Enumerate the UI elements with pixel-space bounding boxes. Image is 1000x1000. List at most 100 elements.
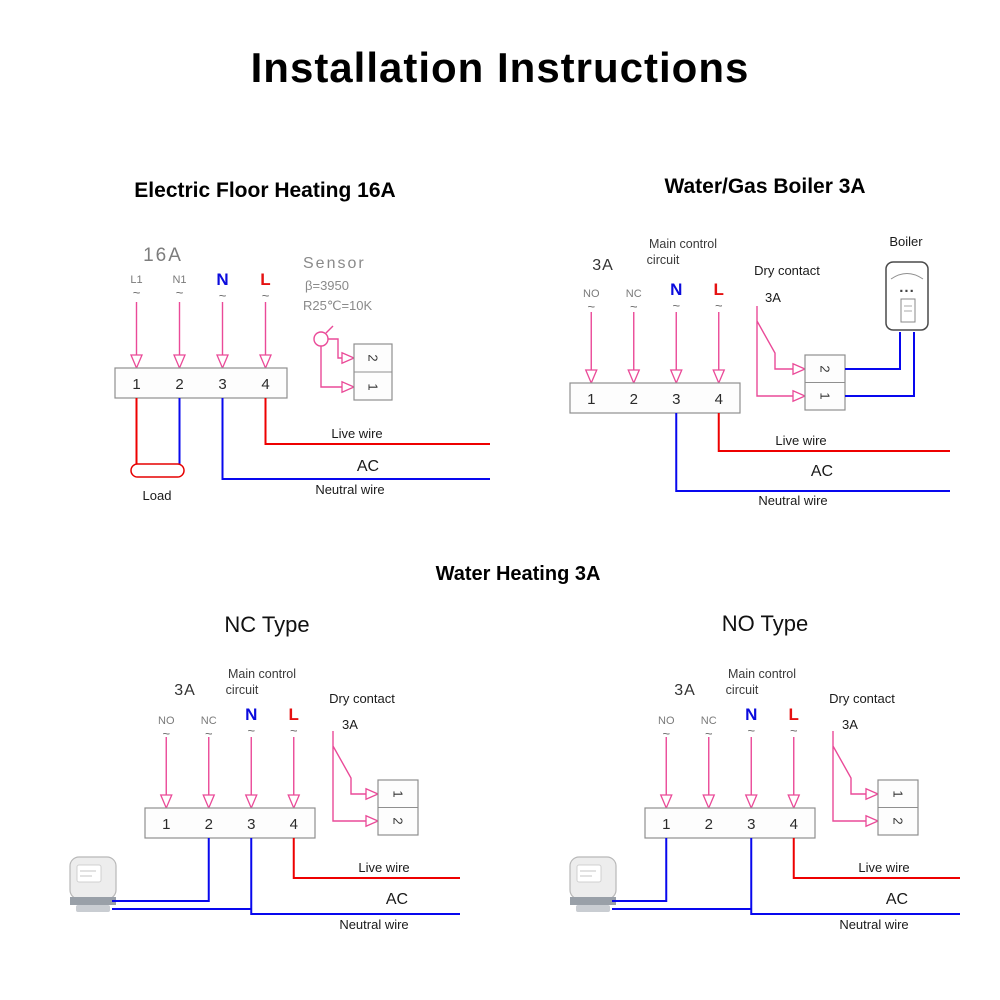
terminal-label-no: NO [658,715,675,727]
tilde-symbol: ~ [176,285,184,300]
terminal-number-3: 3 [247,816,255,833]
dry-contact-rating: 3A [765,290,781,305]
terminal-label-n: N [245,705,257,724]
tilde-symbol: ~ [205,726,213,741]
dry-contact-label: Dry contact [754,263,820,278]
terminal-arrow-lines [665,737,795,795]
ac-label: AC [386,891,408,908]
terminal-arrowheads [584,369,726,385]
terminal-number-4: 4 [261,376,269,393]
tilde-symbol: ~ [162,726,170,741]
section-title-water-gas-boiler: Water/Gas Boiler 3A [664,175,866,198]
live-wire [717,413,950,452]
dry-block-terminal-1: 1 [818,392,833,399]
main-control-label-line1: Main control [728,667,796,681]
main-control-label-line1: Main control [228,667,296,681]
tilde-symbol: ~ [630,299,638,314]
main-control-label-line2: circuit [647,253,680,267]
tilde-symbol: ~ [790,723,798,738]
load-label: Load [143,488,172,503]
live-wire [264,398,490,445]
live-wire-label: Live wire [858,860,909,875]
tilde-symbol: ~ [705,726,713,741]
terminal-block [644,807,816,839]
main-control-label-line2: circuit [726,683,759,697]
actuator-wires [612,838,752,910]
sensor-icon [313,325,334,347]
dry-block-terminal-2: 2 [891,817,906,824]
terminal-block [144,807,316,839]
neutral-wire-label: Neutral wire [758,493,827,508]
section-title-electric-floor-heating: Electric Floor Heating 16A [134,179,396,202]
terminal-block [569,382,741,414]
boiler-wires [845,332,915,397]
actuator-icon [569,856,617,912]
floor-rating-label: 16A [143,245,183,266]
terminal-label-nc: NC [626,288,642,300]
dry-contact-label: Dry contact [329,691,395,706]
terminal-number-1: 1 [662,816,670,833]
terminal-label-n1: N1 [172,274,186,286]
live-wire [792,838,960,879]
live-wire [292,838,460,879]
tilde-symbol: ~ [715,298,723,313]
page-title: Installation Instructions [250,44,750,91]
live-wire-label: Live wire [775,433,826,448]
dry-contact-label: Dry contact [829,691,895,706]
neutral-wire [675,413,950,492]
ac-label: AC [357,458,379,475]
terminal-label-nc: NC [201,715,217,727]
dry-contact-switch-icon [756,306,793,397]
terminal-label-l: L [789,705,799,724]
load-element [130,463,185,478]
tilde-symbol: ~ [672,298,680,313]
tilde-symbol: ~ [262,288,270,303]
terminal-label-no: NO [158,715,175,727]
terminal-label-n: N [670,280,682,299]
sensor-arrowheads [341,351,356,394]
terminal-arrowheads [659,794,801,810]
tilde-symbol: ~ [247,723,255,738]
terminal-number-2: 2 [630,391,638,408]
neutral-wire-label: Neutral wire [339,917,408,932]
ac-label: AC [811,463,833,480]
terminal-label-l: L [260,270,270,289]
boiler-icon: ... [885,261,929,331]
no-rating-label: 3A [674,682,696,699]
terminal-arrowheads [130,354,272,370]
dry-contact-rating: 3A [842,717,858,732]
sensor-wires [320,338,342,388]
nc-type-title: NC Type [224,612,310,637]
terminal-number-2: 2 [705,816,713,833]
main-control-label-line1: Main control [649,237,717,251]
terminal-label-l: L [289,705,299,724]
dry-block-terminal-1: 1 [391,790,406,797]
sensor-terminal-block: 2 1 [353,343,393,401]
dry-contact-arrowheads [365,787,380,828]
terminal-number-1: 1 [587,391,595,408]
tilde-symbol: ~ [290,723,298,738]
terminal-label-n: N [216,270,228,289]
actuator-icon [69,856,117,912]
dry-contact-switch-icon [332,731,366,822]
sensor-r25-value: R25℃=10K [303,298,372,313]
tilde-symbol: ~ [133,285,141,300]
boiler-diagram: 3A Main control circuit NO ~ NC ~ N ~ L … [569,234,950,508]
nc-rating-label: 3A [174,682,196,699]
terminal-number-1: 1 [162,816,170,833]
terminal-arrow-lines [590,312,720,370]
actuator-wires [112,838,252,910]
boiler-dots: ... [899,279,915,296]
boiler-rating-label: 3A [592,257,614,274]
nc-type-diagram: 3A Main control circuit NO ~ NC ~ N ~ L … [69,667,460,932]
terminal-arrow-lines [135,302,267,355]
sensor-block-terminal-2: 2 [366,354,381,361]
dry-block-terminal-2: 2 [391,817,406,824]
terminal-arrowheads [159,794,301,810]
neutral-wire-label: Neutral wire [315,482,384,497]
boiler-label: Boiler [889,234,923,249]
main-control-label-line2: circuit [226,683,259,697]
terminal-arrow-lines [165,737,295,795]
floor-heating-diagram: 16A L1 ~ N1 ~ N ~ L ~ 1 2 3 4 Sensor β=3… [114,245,490,503]
